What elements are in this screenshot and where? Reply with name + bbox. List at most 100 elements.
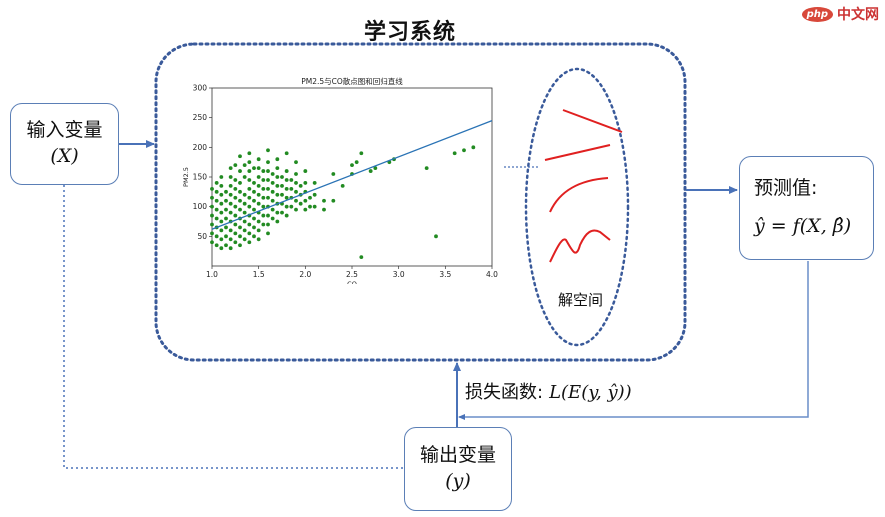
data-point <box>256 201 261 206</box>
data-point <box>275 175 280 179</box>
data-point <box>214 216 219 221</box>
data-point <box>252 207 256 212</box>
data-point <box>224 216 228 221</box>
data-point <box>219 228 224 233</box>
data-point <box>224 225 228 230</box>
learning-system-frame <box>154 42 687 362</box>
data-point <box>247 169 252 173</box>
data-point <box>294 207 298 212</box>
data-point <box>303 181 308 185</box>
data-point <box>266 178 270 182</box>
data-point <box>233 163 238 168</box>
data-point <box>233 231 238 236</box>
input-variable-label: 输入变量 <box>26 119 103 142</box>
data-point <box>275 192 280 197</box>
data-point <box>228 192 233 197</box>
data-point <box>308 195 312 200</box>
prediction-feedback-arrow <box>458 261 809 420</box>
plot-frame <box>211 87 493 267</box>
x-tick-label: 2.5 <box>346 270 358 279</box>
data-point <box>270 181 275 185</box>
data-point <box>340 184 345 188</box>
data-point <box>242 228 247 233</box>
data-point <box>228 237 233 242</box>
data-point <box>256 192 261 197</box>
data-point <box>219 246 224 251</box>
data-point <box>214 198 219 203</box>
input-variable-symbol: (X) <box>50 145 79 167</box>
data-point <box>284 204 289 209</box>
data-point <box>233 178 238 182</box>
data-point <box>294 181 298 185</box>
data-point <box>242 210 247 215</box>
data-point <box>256 157 261 162</box>
data-point <box>214 243 219 248</box>
candidate-function-curves <box>544 109 623 263</box>
data-point <box>242 201 247 206</box>
data-point <box>247 160 252 165</box>
prediction-label: 预测值: <box>754 177 818 200</box>
data-point <box>312 192 317 197</box>
x-tick-label: 1.5 <box>253 270 265 279</box>
x-tick-label: 2.0 <box>299 270 311 279</box>
data-point <box>294 172 298 176</box>
prediction-box: 预测值: ŷ = f(X, β̂) <box>739 156 874 260</box>
data-point <box>261 169 266 173</box>
data-point <box>298 184 303 188</box>
data-point <box>228 246 233 251</box>
data-point <box>275 210 280 215</box>
x-tick-label: 1.0 <box>206 270 218 279</box>
y-tick-label: 150 <box>193 173 208 182</box>
data-point <box>270 207 275 212</box>
data-point <box>322 198 326 203</box>
data-point <box>247 204 252 209</box>
data-point <box>280 175 284 179</box>
data-point <box>233 204 238 209</box>
data-point <box>242 175 247 179</box>
data-point <box>252 181 256 185</box>
data-point <box>261 186 266 191</box>
chart-title: PM2.5与CO散点图和回归直线 <box>301 76 403 86</box>
data-point <box>294 198 298 203</box>
data-point <box>284 169 289 173</box>
data-point <box>219 210 224 215</box>
data-point <box>252 216 256 221</box>
data-point <box>233 240 238 245</box>
data-point <box>270 198 275 203</box>
data-point <box>261 204 266 209</box>
data-point <box>261 222 266 227</box>
data-point <box>242 237 247 242</box>
data-point <box>228 201 233 206</box>
data-point <box>242 163 247 168</box>
data-point <box>266 195 270 200</box>
data-point <box>233 186 238 191</box>
data-point <box>303 169 308 173</box>
watermark-text: 中文网 <box>837 7 879 23</box>
data-point <box>219 184 224 188</box>
data-point <box>256 219 261 224</box>
data-point <box>224 207 228 212</box>
data-point <box>289 204 294 209</box>
loss-function-label: 损失函数: <box>465 382 544 403</box>
php-watermark-logo: php 中文网 <box>801 4 879 24</box>
data-point <box>354 160 359 165</box>
data-point <box>266 148 270 153</box>
data-point <box>359 151 364 156</box>
data-point <box>233 213 238 218</box>
data-point <box>350 163 354 168</box>
data-point <box>284 195 289 200</box>
data-point <box>210 195 214 200</box>
data-point <box>210 213 214 218</box>
data-point <box>224 234 228 239</box>
data-point <box>238 234 242 239</box>
data-point <box>247 222 252 227</box>
data-point <box>261 178 266 182</box>
output-variable-symbol: (y) <box>445 470 471 492</box>
data-point <box>275 219 280 224</box>
x-axis-label: CO <box>347 280 357 284</box>
data-point <box>233 222 238 227</box>
data-point <box>270 216 275 221</box>
data-point <box>261 213 266 218</box>
data-point <box>452 151 457 156</box>
